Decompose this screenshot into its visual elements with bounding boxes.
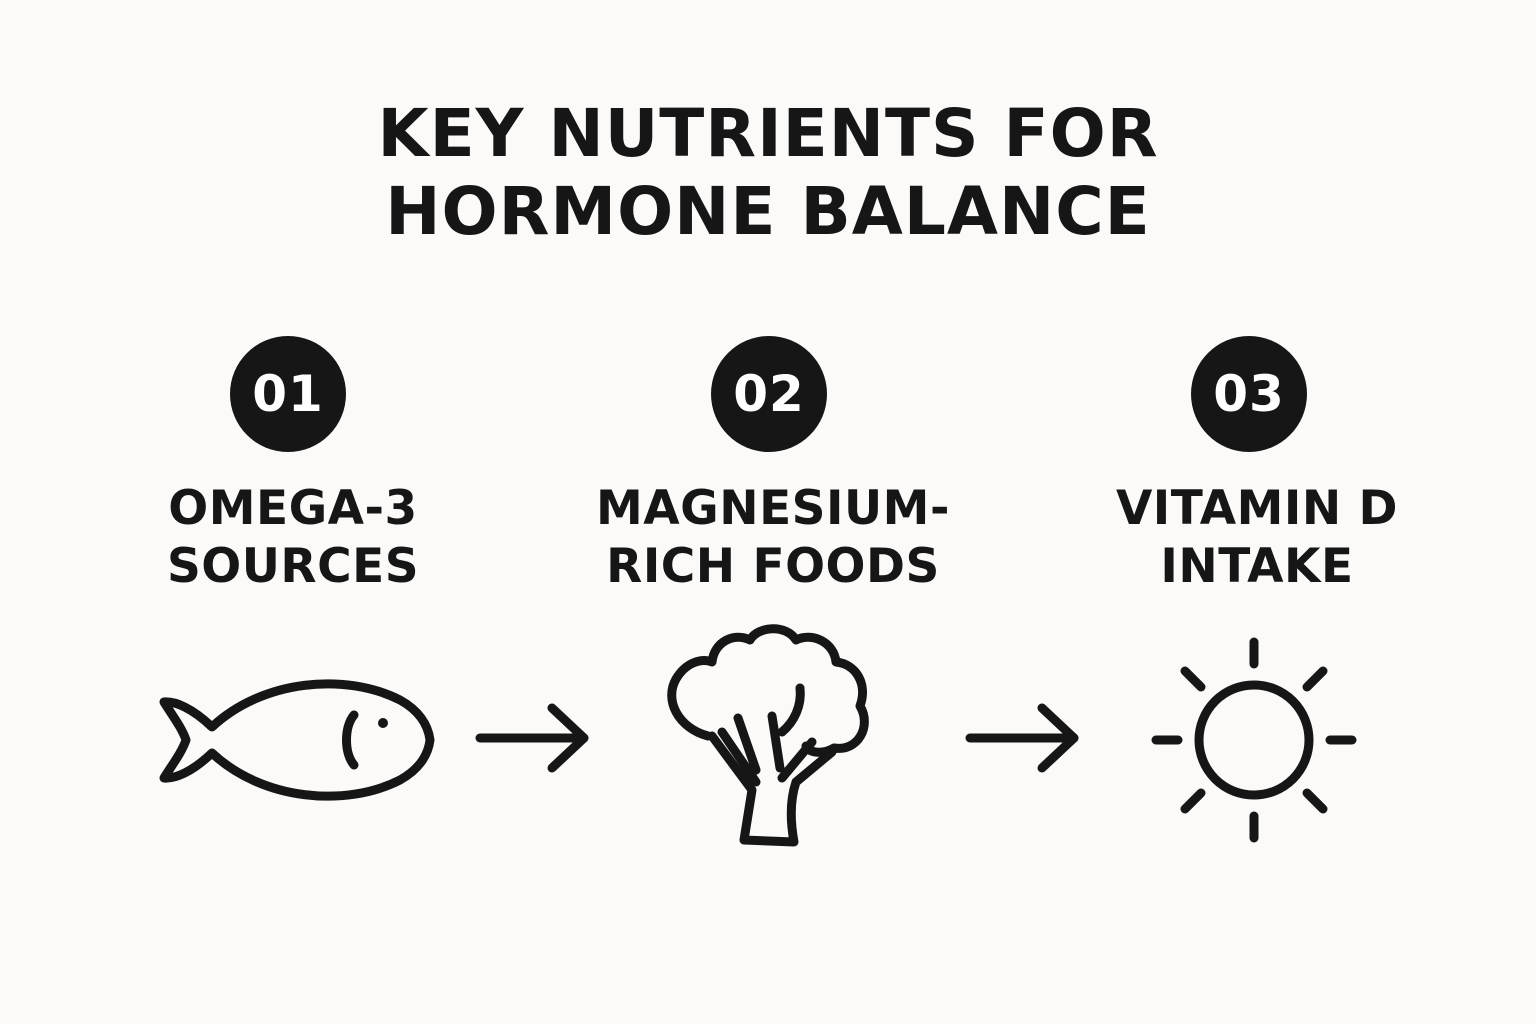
page-title: KEY NUTRIENTS FOR HORMONE BALANCE <box>0 95 1536 251</box>
step-label-line: RICH FOODS <box>606 539 940 594</box>
step-label-magnesium: MAGNESIUM- RICH FOODS <box>563 480 983 596</box>
step-label-line: INTAKE <box>1160 539 1354 594</box>
arrow-right-icon <box>965 703 1079 773</box>
step-number-badge-3: 03 <box>1191 336 1307 452</box>
step-label-line: SOURCES <box>166 539 420 594</box>
step-label-line: MAGNESIUM- <box>596 481 950 536</box>
step-label-line: OMEGA-3 <box>168 481 418 536</box>
sun-icon <box>1151 637 1357 843</box>
step-label-line: VITAMIN D <box>1115 481 1399 536</box>
step-label-omega-3: OMEGA-3 SOURCES <box>83 480 503 596</box>
step-number-badge-1: 01 <box>230 336 346 452</box>
step-label-vitamin-d: VITAMIN D INTAKE <box>1047 480 1467 596</box>
title-line-1: KEY NUTRIENTS FOR <box>377 95 1159 172</box>
step-number-badge-2: 02 <box>711 336 827 452</box>
fish-icon <box>159 679 435 801</box>
arrow-right-icon <box>475 703 589 773</box>
broccoli-icon <box>667 624 869 847</box>
title-line-2: HORMONE BALANCE <box>385 173 1151 250</box>
